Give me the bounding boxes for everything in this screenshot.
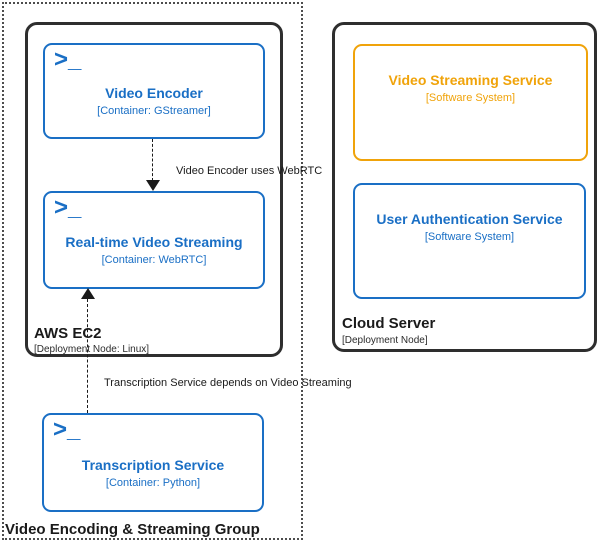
container-video-encoder: >_ Video Encoder [Container: GStreamer] bbox=[43, 43, 265, 139]
container-meta: [Container: Python] bbox=[105, 476, 201, 489]
relationship-line-encoder-webrtc bbox=[152, 139, 153, 181]
container-transcription-service: >_ Transcription Service [Container: Pyt… bbox=[42, 413, 264, 512]
group-title: Video Encoding & Streaming Group bbox=[5, 521, 260, 538]
group-video-encoding-streaming: >_ Video Encoder [Container: GStreamer] … bbox=[2, 2, 303, 540]
container-name: Transcription Service bbox=[81, 456, 225, 473]
container-name: Video Encoder bbox=[105, 85, 203, 101]
arrowhead-up-icon bbox=[81, 288, 95, 299]
system-name: Video Streaming Service bbox=[388, 72, 553, 88]
node-subtitle: [Deployment Node: Linux] bbox=[34, 344, 150, 355]
terminal-icon: >_ bbox=[54, 194, 82, 221]
system-video-streaming-service: Video Streaming Service [Software System… bbox=[353, 44, 588, 161]
node-title: Cloud Server bbox=[342, 315, 436, 332]
relationship-line-transcription-streaming bbox=[87, 299, 88, 413]
node-cloud-server: Video Streaming Service [Software System… bbox=[332, 22, 597, 352]
node-subtitle: [Deployment Node] bbox=[342, 335, 428, 346]
node-title: AWS EC2 bbox=[34, 325, 102, 342]
relationship-label-transcription-streaming: Transcription Service depends on Video S… bbox=[104, 377, 352, 389]
container-meta: [Container: GStreamer] bbox=[97, 105, 211, 117]
node-aws-ec2: >_ Video Encoder [Container: GStreamer] … bbox=[25, 22, 283, 357]
system-name: User Authentication Service bbox=[376, 211, 563, 227]
container-meta: [Container: WebRTC] bbox=[101, 254, 207, 266]
terminal-icon: >_ bbox=[53, 416, 81, 443]
relationship-label-encoder-webrtc: Video Encoder uses WebRTC bbox=[176, 165, 323, 177]
arrowhead-down-icon bbox=[146, 180, 160, 191]
container-name: Real-time Video Streaming bbox=[65, 234, 243, 250]
system-meta: [Software System] bbox=[424, 231, 515, 243]
system-meta: [Software System] bbox=[425, 92, 516, 104]
container-realtime-video-streaming: >_ Real-time Video Streaming [Container:… bbox=[43, 191, 265, 289]
terminal-icon: >_ bbox=[54, 46, 82, 73]
system-user-authentication-service: User Authentication Service [Software Sy… bbox=[353, 183, 586, 299]
